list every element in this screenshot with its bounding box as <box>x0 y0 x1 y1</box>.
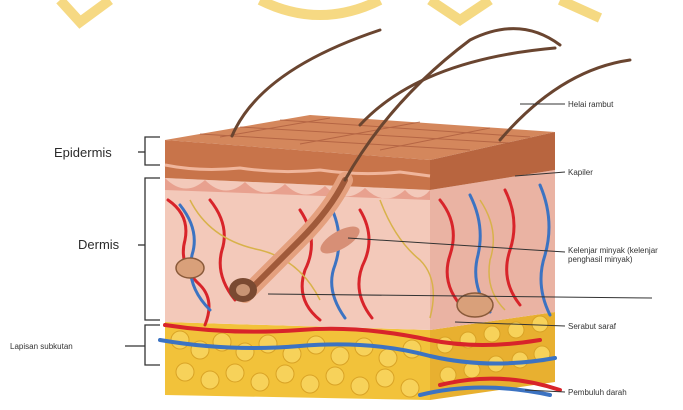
watermark-logo <box>60 0 600 22</box>
label-nerve-fiber: Serabut saraf <box>568 322 616 331</box>
label-hair: Helai rambut <box>568 100 613 109</box>
label-subcutaneous: Lapisan subkutan <box>10 342 73 351</box>
label-oil-gland: Kelenjar minyak (kelenjar penghasil miny… <box>568 246 668 264</box>
label-capillary: Kapiler <box>568 168 593 177</box>
label-dermis: Dermis <box>78 237 119 252</box>
label-epidermis: Epidermis <box>54 145 112 160</box>
left-brackets <box>125 137 160 365</box>
label-blood-vessel: Pembuluh darah <box>568 388 627 397</box>
